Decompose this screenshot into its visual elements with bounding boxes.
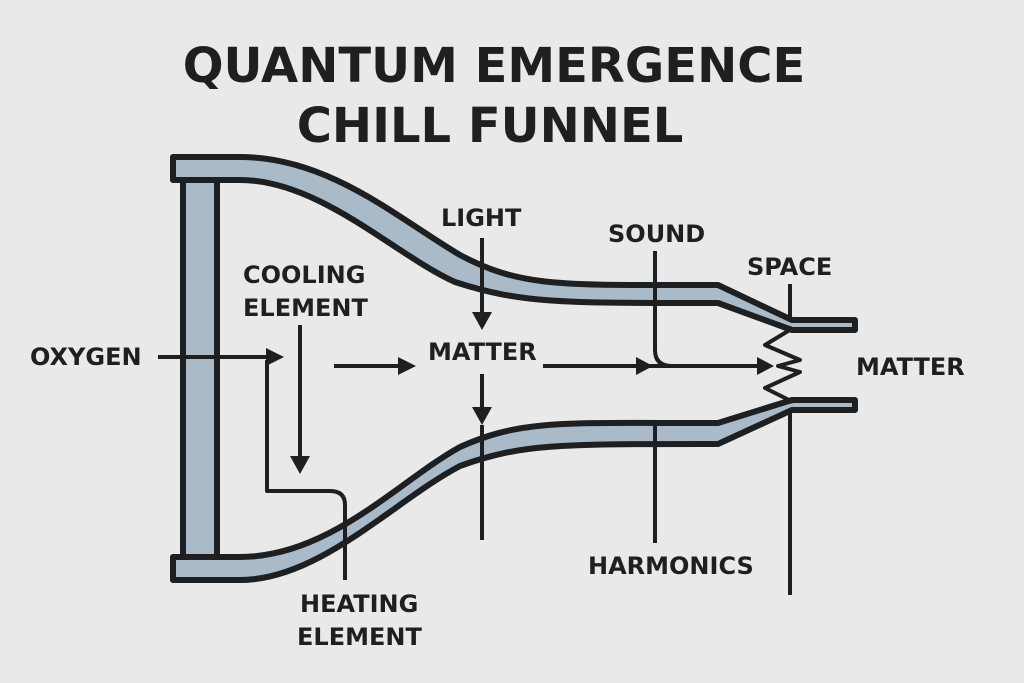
label-cooling-line-1: COOLING: [243, 261, 365, 289]
cooling-arrow-head: [290, 456, 310, 474]
main-flow-head-1: [636, 357, 653, 375]
light-arrow-head: [472, 312, 492, 330]
title-line-2: CHILL FUNNEL: [297, 98, 684, 154]
label-heating-line-1: HEATING: [300, 590, 418, 618]
zigzag-spring-icon: [763, 326, 802, 404]
oxygen-arrow-head: [266, 348, 284, 366]
label-matter-center: MATTER: [428, 338, 537, 366]
label-heating-line-2: ELEMENT: [297, 623, 422, 651]
main-flow-head-2: [757, 357, 774, 375]
label-matter-output: MATTER: [856, 353, 965, 381]
top-pipe: [170, 154, 858, 333]
flow-arrow-1-head: [398, 357, 416, 375]
label-sound: SOUND: [608, 220, 705, 248]
label-cooling-line-2: ELEMENT: [243, 294, 368, 322]
label-oxygen: OXYGEN: [30, 343, 142, 371]
label-harmonics: HARMONICS: [588, 552, 754, 580]
heating-element-line: [265, 360, 347, 580]
matter-down-arrow-head: [472, 407, 492, 425]
title-line-1: QUANTUM EMERGENCE: [183, 38, 806, 94]
label-space: SPACE: [747, 253, 832, 281]
label-light: LIGHT: [441, 204, 522, 232]
sound-leader: [653, 251, 673, 368]
inlet-wall: [180, 175, 220, 563]
